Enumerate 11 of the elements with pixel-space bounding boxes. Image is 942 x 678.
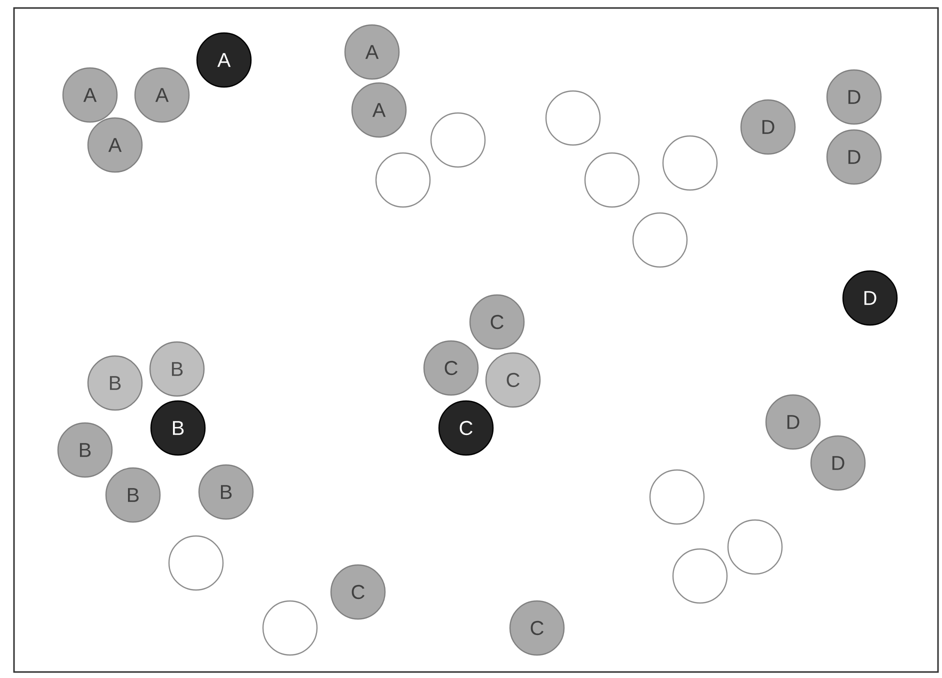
empty-circle [545,90,601,146]
empty-circle [262,600,318,656]
empty-circle [672,548,728,604]
empty-circle [430,112,486,168]
empty-circle [632,212,688,268]
empty-circle [727,519,783,575]
empty-circle [649,469,705,525]
empty-circle [375,152,431,208]
empty-circle [662,135,718,191]
empty-circle [584,152,640,208]
empty-circle [168,535,224,591]
